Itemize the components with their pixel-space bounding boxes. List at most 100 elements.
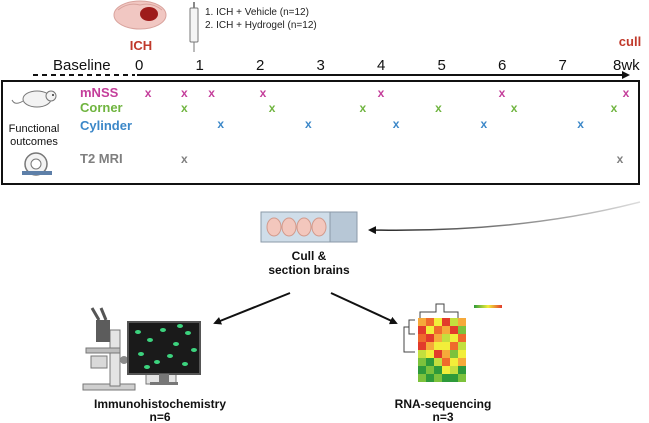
tick-label: 7 [559,57,567,74]
tick-label: 2 [256,57,264,74]
heatmap-cell [450,374,458,382]
timepoint-mark: x [577,117,584,131]
heatmap-cell [442,350,450,358]
tick-label: 6 [498,57,506,74]
timepoint-mark: x [393,117,400,131]
outcome-row-label: Cylinder [80,118,132,133]
heatmap-cell [450,326,458,334]
heatmap-cell [458,342,466,350]
heatmap-cell [458,374,466,382]
heatmap-cell [442,374,450,382]
timepoint-mark: x [617,152,624,166]
timepoint-mark: x [181,86,188,100]
branch-left-n: n=6 [149,410,170,423]
heatmap-cell [426,366,434,374]
heatmap-cell [418,318,426,326]
timepoint-mark: x [378,86,385,100]
heatmap-cell [418,350,426,358]
heatmap-cell [458,326,466,334]
timepoint-mark: x [611,101,618,115]
outcomes-box [1,80,640,185]
timepoint-mark: x [269,101,276,115]
heatmap-cell [426,318,434,326]
heatmap-cell [458,358,466,366]
timepoint-mark: x [145,86,152,100]
heatmap-cell [450,318,458,326]
heatmap-cell [426,350,434,358]
syringe-icon [189,2,199,52]
timepoint-mark: x [217,117,224,131]
outcomes-label-line-2: outcomes [10,136,58,148]
mri-scanner-icon [22,152,52,176]
heatmap-icon [403,303,502,382]
timepoint-mark: x [305,117,312,131]
timepoint-mark: x [499,86,506,100]
heatmap-cell [442,334,450,342]
heatmap-cell [426,342,434,350]
heatmap-cell [434,342,442,350]
heatmap-cell [434,350,442,358]
brain-icon [113,0,167,30]
tick-label: 1 [196,57,204,74]
heatmap-cell [450,350,458,358]
tick-label: 4 [377,57,385,74]
branch-left-title: Immunohistochemistry [94,397,226,411]
heatmap-cell [418,326,426,334]
monitor-icon [127,321,201,385]
heatmap-cell [458,334,466,342]
heatmap-cell [426,374,434,382]
timepoint-mark: x [511,101,518,115]
timepoint-mark: x [435,101,442,115]
cull-section-label-line-1: Cull & [292,249,327,263]
brain-slices-icon [260,211,358,243]
heatmap-cell [434,318,442,326]
heatmap-cell [450,342,458,350]
timepoint-mark: x [260,86,267,100]
heatmap-cell [442,342,450,350]
branch-right-title: RNA-sequencing [395,397,492,411]
heatmap-cell [458,350,466,358]
cull-section-label-line-2: section brains [268,263,350,277]
ich-label: ICH [130,38,152,53]
group-2-label: 2. ICH + Hydrogel (n=12) [205,20,317,31]
heatmap-cell [458,318,466,326]
tick-label: 3 [317,57,325,74]
cull-to-section-arrow [368,201,641,235]
branch-arrow-left [213,292,291,325]
heatmap-cell [418,342,426,350]
fluorescent-cells [135,324,197,369]
outcome-row-label: T2 MRI [80,151,123,166]
heatmap-cell [450,358,458,366]
tick-label: 5 [438,57,446,74]
timepoint-mark: x [181,101,188,115]
outcome-row-label: Corner [80,100,123,115]
branch-right-n: n=3 [432,410,453,423]
heatmap-cell [450,366,458,374]
heatmap-cell [426,334,434,342]
heatmap-cell [434,366,442,374]
heatmap-cell [418,334,426,342]
heatmap-cell [450,334,458,342]
heatmap-cell [418,366,426,374]
microscope-icon [82,307,136,391]
heatmap-cell [434,358,442,366]
baseline-label: Baseline [53,57,111,74]
heatmap-cell [426,358,434,366]
tick-label: 8wk [613,57,640,74]
heatmap-cell [426,326,434,334]
heatmap-cell [442,366,450,374]
outcomes-label-line-1: Functional [9,123,60,135]
group-1-label: 1. ICH + Vehicle (n=12) [205,7,309,18]
heatmap-cell [418,374,426,382]
rat-icon [11,90,57,108]
heatmap-cell [458,366,466,374]
heatmap-cell [434,326,442,334]
timepoint-mark: x [623,86,630,100]
heatmap-cell [442,318,450,326]
timepoint-mark: x [481,117,488,131]
timepoint-mark: x [208,86,215,100]
cull-label: cull [619,34,641,49]
